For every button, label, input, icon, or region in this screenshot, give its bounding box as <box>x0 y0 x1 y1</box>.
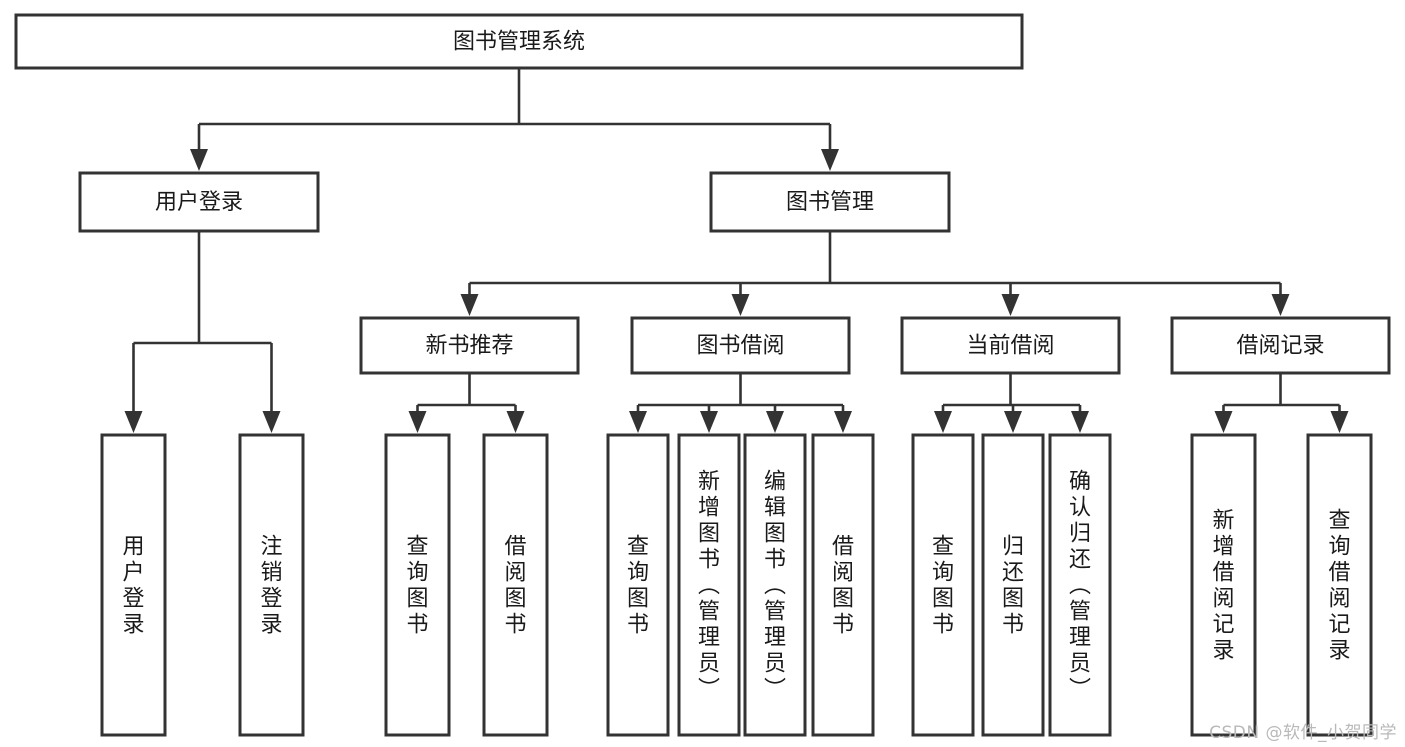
node-layer: 图书管理系统用户登录图书管理新书推荐图书借阅当前借阅借阅记录用户登录注销登录查询… <box>14 13 1391 737</box>
edge-arrowhead <box>766 411 784 433</box>
node-box[interactable] <box>911 433 975 737</box>
edge-arrowhead <box>834 411 852 433</box>
node-label: 查询图书 <box>406 534 428 637</box>
edge-arrowhead <box>1330 411 1349 433</box>
edge-arrowhead <box>408 411 427 433</box>
node-box[interactable] <box>14 13 1024 70</box>
edge-arrowhead <box>731 294 750 316</box>
node-label: 借阅图书 <box>832 534 854 637</box>
node-l-bb-query[interactable]: 查询图书 <box>606 433 670 737</box>
edge-arrowhead <box>506 411 525 433</box>
node-label: 查询借阅记录 <box>1328 508 1350 663</box>
node-box[interactable] <box>384 433 451 737</box>
node-box[interactable] <box>100 433 167 737</box>
node-label: 注销登录 <box>260 534 282 637</box>
edge-arrowhead <box>1004 411 1022 433</box>
node-box[interactable] <box>811 433 875 737</box>
node-root[interactable]: 图书管理系统 <box>14 13 1024 70</box>
node-label: 图书管理系统 <box>453 30 585 55</box>
node-n-new-book-rec[interactable]: 新书推荐 <box>359 316 580 375</box>
edge-arrowhead <box>1071 411 1089 433</box>
node-l-br-add[interactable]: 新增借阅记录 <box>1190 433 1257 737</box>
edge-arrowhead <box>700 411 718 433</box>
node-l-cb-query[interactable]: 查询图书 <box>911 433 975 737</box>
node-l-br-query[interactable]: 查询借阅记录 <box>1306 433 1373 737</box>
node-label: 新书推荐 <box>425 334 513 359</box>
edge-group-n_book_mgmt <box>460 231 1290 316</box>
node-label: 查询图书 <box>932 534 954 637</box>
node-label: 图书管理 <box>786 190 874 215</box>
node-l-rec-borrow[interactable]: 借阅图书 <box>482 433 549 737</box>
csdn-watermark: CSDN @软件_小贺同学 <box>1209 723 1397 743</box>
edge-group-n_book_borrow <box>629 373 852 433</box>
node-l-cb-return[interactable]: 归还图书 <box>981 433 1045 737</box>
node-box[interactable] <box>677 433 741 737</box>
edge-arrowhead <box>1001 294 1020 316</box>
node-l-bb-borrow[interactable]: 借阅图书 <box>811 433 875 737</box>
node-n-book-borrow[interactable]: 图书借阅 <box>630 316 851 375</box>
edge-group-n_current_borrow <box>934 373 1089 433</box>
node-l-user-login[interactable]: 用户登录 <box>100 433 167 737</box>
node-label: 归还图书 <box>1002 534 1024 637</box>
node-l-bb-edit[interactable]: 编辑图书︵管理员︶ <box>743 433 807 737</box>
edge-arrowhead <box>262 411 281 433</box>
node-label: 新增图书︵管理员︶ <box>698 469 720 702</box>
edge-layer <box>124 68 1349 433</box>
node-label: 借阅图书 <box>504 534 526 637</box>
node-label: 新增借阅记录 <box>1212 508 1234 663</box>
node-n-borrow-record[interactable]: 借阅记录 <box>1170 316 1391 375</box>
node-l-logout[interactable]: 注销登录 <box>238 433 305 737</box>
node-n-current-borrow[interactable]: 当前借阅 <box>900 316 1121 375</box>
node-label: 查询图书 <box>627 534 649 637</box>
edge-arrowhead <box>629 411 647 433</box>
node-label: 用户登录 <box>122 534 144 637</box>
node-label: 当前借阅 <box>966 334 1054 359</box>
edge-arrowhead <box>460 294 479 316</box>
node-label: 图书借阅 <box>696 334 784 359</box>
node-box[interactable] <box>606 433 670 737</box>
node-box[interactable] <box>981 433 1045 737</box>
edge-arrowhead <box>1271 294 1290 316</box>
node-box[interactable] <box>78 171 320 233</box>
edge-group-n_new_book_rec <box>408 373 525 433</box>
edge-arrowhead <box>190 149 208 171</box>
node-box[interactable] <box>1170 316 1391 375</box>
node-box[interactable] <box>1306 433 1373 737</box>
node-box[interactable] <box>482 433 549 737</box>
node-box[interactable] <box>900 316 1121 375</box>
edge-group-n_borrow_record <box>1214 373 1349 433</box>
node-n-book-mgmt[interactable]: 图书管理 <box>709 171 951 233</box>
node-box[interactable] <box>359 316 580 375</box>
node-l-cb-confirm[interactable]: 确认归还︵管理员︶ <box>1048 433 1112 737</box>
node-l-bb-add[interactable]: 新增图书︵管理员︶ <box>677 433 741 737</box>
edge-group-root <box>190 68 839 171</box>
edge-arrowhead <box>1214 411 1233 433</box>
edge-arrowhead <box>934 411 952 433</box>
node-l-rec-query[interactable]: 查询图书 <box>384 433 451 737</box>
node-box[interactable] <box>630 316 851 375</box>
node-label: 借阅记录 <box>1236 334 1324 359</box>
node-box[interactable] <box>709 171 951 233</box>
node-box[interactable] <box>1190 433 1257 737</box>
edge-arrowhead <box>124 411 143 433</box>
node-label: 编辑图书︵管理员︶ <box>764 469 786 702</box>
node-box[interactable] <box>1048 433 1112 737</box>
node-n-user-login[interactable]: 用户登录 <box>78 171 320 233</box>
node-box[interactable] <box>743 433 807 737</box>
edge-arrowhead <box>821 149 839 171</box>
node-label: 确认归还︵管理员︶ <box>1069 469 1091 702</box>
node-box[interactable] <box>238 433 305 737</box>
edge-group-n_user_login <box>124 231 281 433</box>
node-label: 用户登录 <box>155 190 243 215</box>
